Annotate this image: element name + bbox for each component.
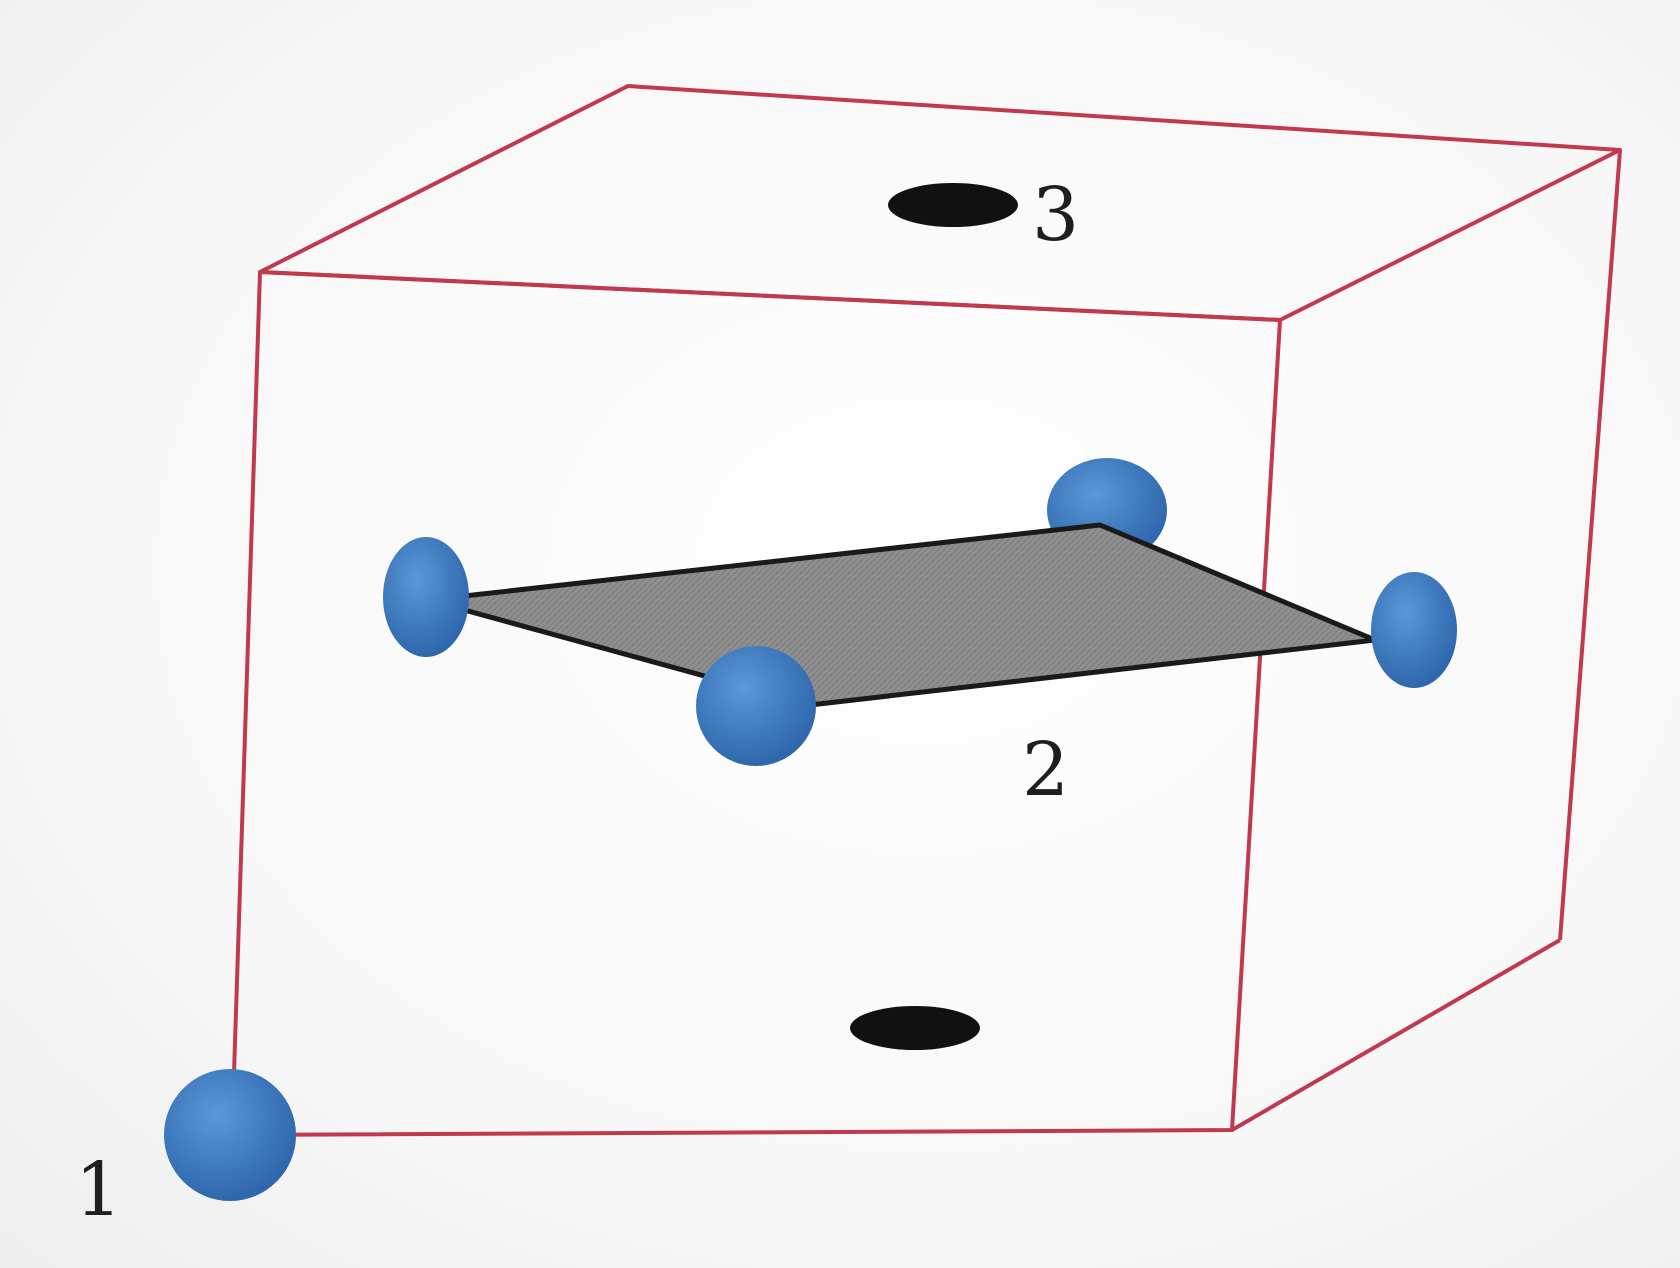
plane-atom-left [383, 537, 469, 657]
label-plane: 2 [1022, 727, 1069, 813]
cube-right-back-edge [1558, 149, 1622, 941]
plane-atom-right [1371, 572, 1457, 688]
face-atom-bottom [850, 1006, 980, 1050]
corner-atom [164, 1069, 296, 1201]
cube-wireframe [230, 84, 1622, 1137]
shaded-plane [425, 522, 1378, 708]
label-face-atom: 3 [1032, 172, 1079, 258]
face-atom-top [888, 183, 1018, 227]
plane-atom-front [696, 646, 816, 766]
label-corner-atom: 1 [75, 1147, 122, 1233]
cube-bottom-right-edge [1230, 938, 1562, 1132]
